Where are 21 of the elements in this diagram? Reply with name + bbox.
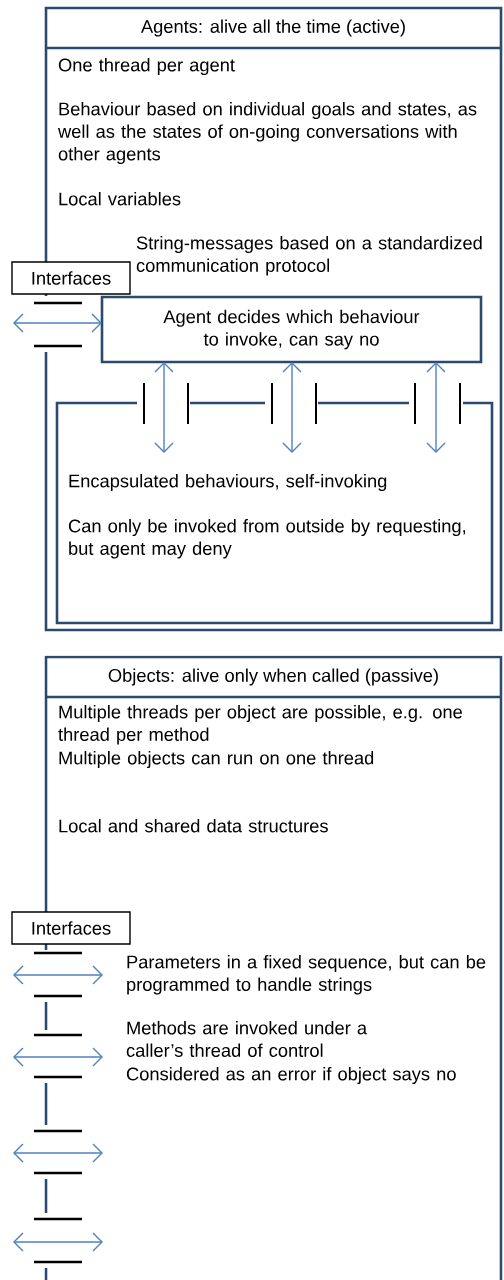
label-box: Interfaces <box>11 911 131 945</box>
body-text: One thread per agent <box>58 58 235 76</box>
arrow <box>282 362 302 453</box>
body-text: Encapsulated behaviours, self-invoking <box>69 474 387 492</box>
body-text: Multiple objects can run on one thread <box>59 751 374 769</box>
body-text: Behaviour based on individual goals and states, as well as the states of on-going conversations with other agents <box>57 102 477 165</box>
arrow <box>426 362 446 453</box>
arrow <box>13 313 102 333</box>
body-text: Multiple threads per object are possible, e.g. one thread per method <box>58 705 462 745</box>
note-text: Considered as an error if object says no <box>126 1067 456 1085</box>
body-text: Can only be invoked from outside by requesting, but agent may deny <box>68 519 466 559</box>
body-text: Local variables <box>59 192 181 206</box>
note-text: Methods are invoked under a caller’s thread of control <box>126 1021 368 1057</box>
note-text: String-messages based on a standardized communication protocol <box>136 236 482 276</box>
label-box: Interfaces <box>11 261 131 295</box>
heading: Objects: alive only when called (passive) <box>108 668 438 686</box>
process-box: Agent decides which behaviour to invoke, can say no <box>100 295 483 364</box>
arrow <box>154 362 174 453</box>
note-text: Parameters in a fixed sequence, but can be programmed to handle strings <box>127 955 486 995</box>
heading: Agents: alive all the time (active) <box>140 19 405 37</box>
body-text: Local and shared data structures <box>59 819 328 833</box>
